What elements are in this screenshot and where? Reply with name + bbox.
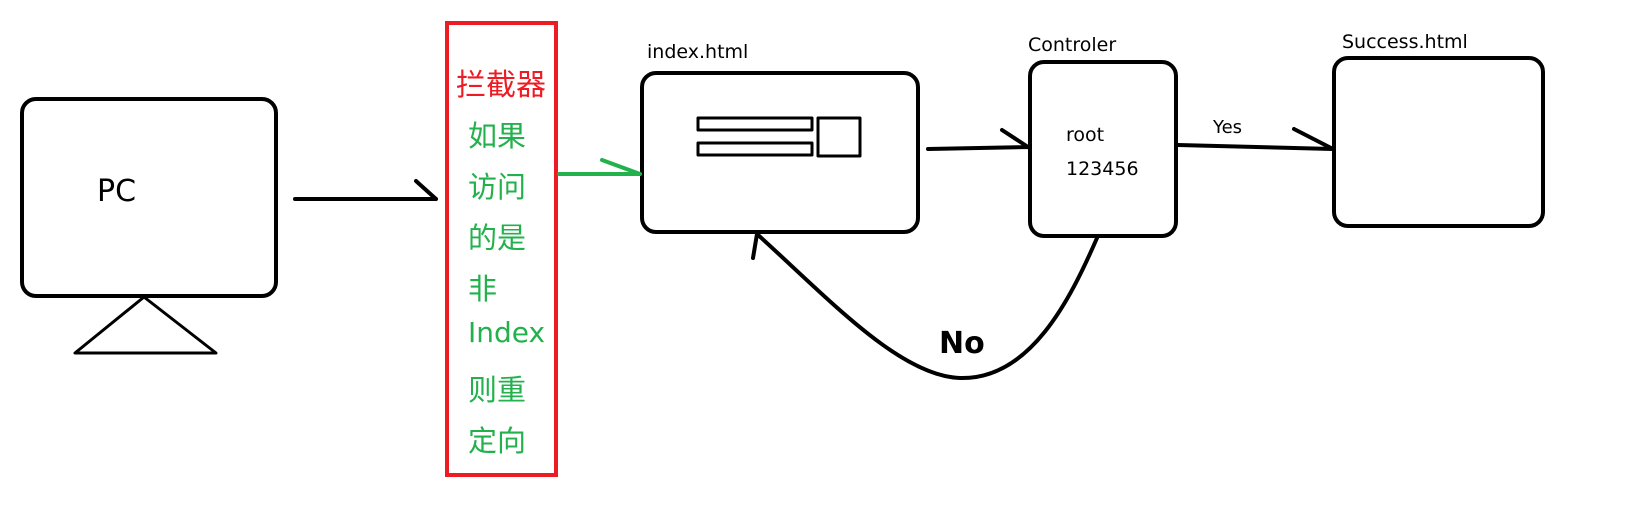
interceptor-text-line: 如果: [468, 119, 527, 153]
interceptor-text-line: 则重: [468, 373, 527, 407]
index-submit-button: [816, 116, 862, 158]
interceptor-text-line: 访问: [468, 170, 527, 204]
controller-label: Controler: [1028, 34, 1117, 56]
success-page-label: Success.html: [1342, 31, 1468, 53]
interceptor-box: [445, 21, 558, 477]
arrow-pc-to-interceptor: [293, 179, 438, 201]
success-page-box: [1332, 56, 1545, 228]
interceptor-title: 拦截器: [456, 68, 546, 103]
pc-monitor-screen: [20, 97, 278, 298]
arrow-interceptor-to-index: [557, 158, 642, 176]
index-input-field-1: [696, 116, 814, 132]
arrow-controller-to-success: [1176, 127, 1335, 151]
interceptor-text-line: 定向: [468, 424, 527, 458]
interceptor-text-line: Index: [468, 316, 546, 349]
index-input-field-2: [696, 141, 814, 157]
controller-password-text: 123456: [1066, 158, 1139, 180]
arrow-no-return-curve: [751, 232, 1099, 381]
pc-monitor-stand: [73, 295, 218, 355]
arrow-index-to-controller: [926, 128, 1030, 151]
controller-user-text: root: [1066, 124, 1105, 146]
index-page-label: index.html: [647, 41, 749, 63]
index-page-box: [640, 71, 920, 234]
interceptor-text-line: 的是: [468, 221, 527, 255]
pc-label: PC: [97, 174, 137, 209]
controller-box: [1028, 60, 1178, 238]
edge-yes-label: Yes: [1213, 117, 1243, 138]
interceptor-text-line: 非: [468, 272, 498, 306]
edge-no-label: No: [939, 326, 985, 361]
